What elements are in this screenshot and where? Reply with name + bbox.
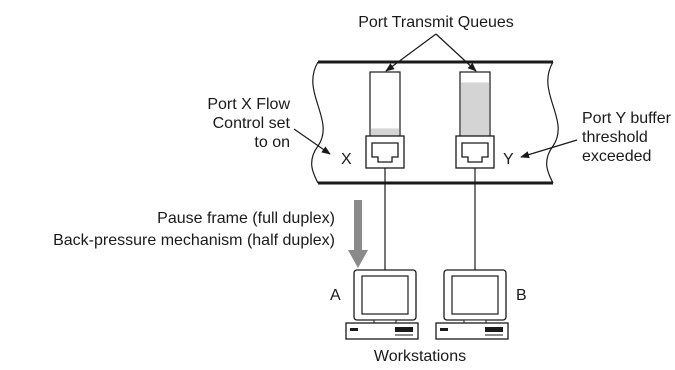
port-x-note-arrow <box>293 128 331 155</box>
pause-frame-label: Pause frame (full duplex) <box>157 210 335 227</box>
workstation-b-label: B <box>516 287 527 304</box>
port-y-note-line-1: Port Y buffer <box>582 110 672 127</box>
switch-left-edge <box>311 61 324 184</box>
port-x-note-line-2: Control set <box>213 115 291 132</box>
port-x-queue <box>369 71 401 137</box>
switch-right-edge <box>546 61 559 184</box>
port-y-note-line-3: exceeded <box>582 148 651 165</box>
pause-arrow <box>348 200 368 268</box>
title-arrow-to-x-queue <box>385 33 437 72</box>
port-x-queue-frame <box>369 71 401 137</box>
workstation-a <box>345 269 419 340</box>
port-y-note-arrow <box>520 139 578 159</box>
port-x-label: X <box>341 151 352 168</box>
port-y-jack <box>455 135 495 169</box>
back-pressure-label: Back-pressure mechanism (half duplex) <box>53 232 335 249</box>
port-y-jack-socket <box>461 142 489 163</box>
port-y-queue-fill <box>461 82 489 136</box>
port-x-jack-socket <box>371 142 399 163</box>
system-unit-a <box>345 322 419 340</box>
port-y-queue <box>459 71 491 137</box>
title-arrow-to-y-queue <box>435 33 477 72</box>
port-x-queue-fill <box>371 128 399 136</box>
workstation-b <box>435 269 509 340</box>
system-unit-b <box>435 322 509 340</box>
port-y-note-line-2: threshold <box>582 129 648 146</box>
workstations-caption: Workstations <box>374 348 466 365</box>
workstation-a-label: A <box>330 287 341 304</box>
switch-body <box>311 60 559 185</box>
port-y-label: Y <box>503 151 514 168</box>
transmit-queues-title: Port Transmit Queues <box>358 14 514 31</box>
port-x-flow-control-note: Port X Flow Control set to on <box>207 96 331 155</box>
port-x-note-line-1: Port X Flow <box>207 96 290 113</box>
port-x-note-line-3: to on <box>254 134 290 151</box>
port-x-jack <box>365 135 405 169</box>
monitor-b <box>443 269 507 324</box>
monitor-a <box>353 269 417 324</box>
port-y-threshold-note: Port Y buffer threshold exceeded <box>520 110 672 165</box>
